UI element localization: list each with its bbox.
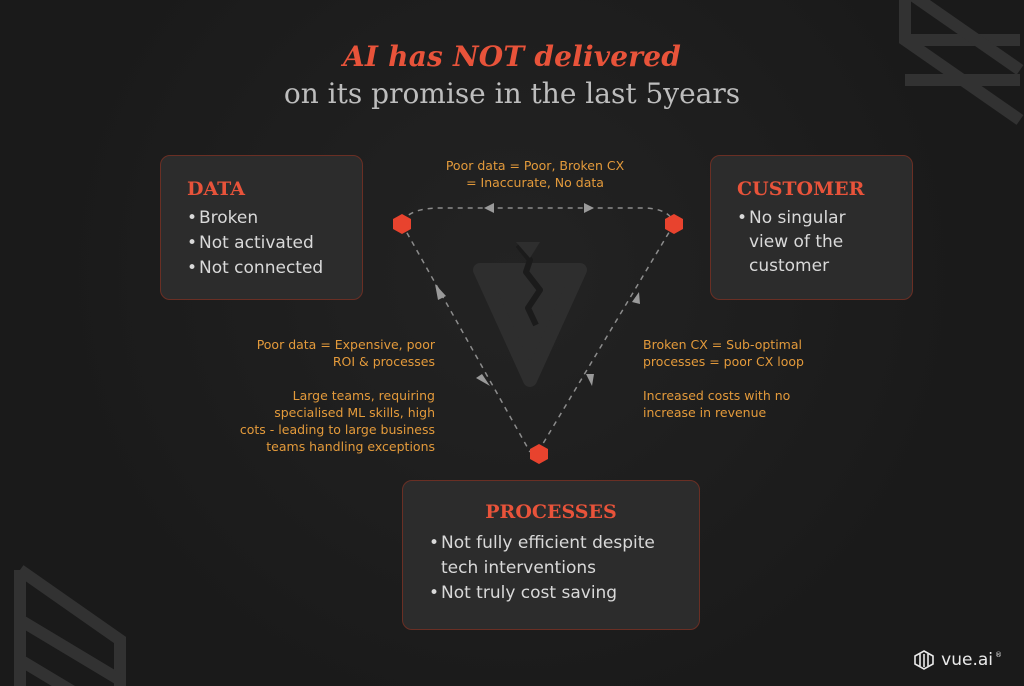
- registered-mark: ®: [995, 651, 1002, 659]
- edge-left: [401, 223, 531, 453]
- customer-card-list: No singular view of the customer: [737, 206, 867, 278]
- processes-card: PROCESSES Not fully efficient despite te…: [402, 480, 700, 630]
- data-card-title: DATA: [187, 178, 246, 200]
- note-left-2-line3: cots - leading to large business: [239, 422, 435, 437]
- note-right-2-line1: Increased costs with no: [643, 388, 791, 403]
- arrow-left-up: [435, 284, 446, 300]
- note-right-1-line2: processes = poor CX loop: [643, 354, 804, 369]
- note-left-1-line1: Poor data = Expensive, poor: [256, 337, 435, 352]
- edge-top: [401, 207, 675, 225]
- triangle-diagram: [393, 203, 683, 464]
- processes-item-not-cost-saving: Not truly cost saving: [429, 581, 679, 606]
- processes-item-not-efficient: Not fully efficient despite tech interve…: [429, 531, 679, 581]
- arrow-left-down: [476, 374, 490, 386]
- decor-stripes-top-right: [899, 0, 1024, 125]
- note-left-2-line4: teams handling exceptions: [266, 439, 435, 454]
- note-left-1-line2: ROI & processes: [332, 354, 435, 369]
- note-left-2-line2: specialised ML skills, high: [274, 405, 435, 420]
- data-item-not-connected: Not connected: [187, 256, 362, 281]
- note-right-2: Increased costs with no increase in reve…: [643, 387, 863, 421]
- data-item-not-activated: Not activated: [187, 231, 362, 256]
- title-block: AI has NOT delivered on its promise in t…: [0, 40, 1024, 110]
- customer-item-no-singular-view: No singular view of the customer: [737, 206, 867, 278]
- note-top-line1: Poor data = Poor, Broken CX: [445, 158, 625, 173]
- note-left-2-line1: Large teams, requiring: [292, 388, 435, 403]
- arrow-right-down: [586, 374, 594, 386]
- note-top: Poor data = Poor, Broken CX = Inaccurate…: [425, 157, 645, 191]
- hexagon-icon-data: [393, 214, 411, 234]
- processes-card-list: Not fully efficient despite tech interve…: [429, 531, 679, 606]
- customer-card: CUSTOMER No singular view of the custome…: [710, 155, 913, 300]
- processes-card-title: PROCESSES: [485, 501, 617, 523]
- arrow-top-left: [484, 203, 494, 213]
- data-card-list: Broken Not activated Not connected: [187, 206, 362, 281]
- note-right-1-line1: Broken CX = Sub-optimal: [643, 337, 802, 352]
- subheadline: on its promise in the last 5years: [283, 77, 741, 110]
- hexagon-icon-processes: [530, 444, 548, 464]
- headline: AI has NOT delivered: [342, 40, 682, 73]
- brand-logo: vue.ai ®: [913, 650, 1002, 670]
- note-right-1: Broken CX = Sub-optimal processes = poor…: [643, 336, 863, 370]
- hexagon-icon-customer: [665, 214, 683, 234]
- edge-right: [537, 223, 675, 453]
- note-top-line2: = Inaccurate, No data: [466, 175, 604, 190]
- broken-shield-icon: [473, 242, 587, 387]
- note-right-2-line2: increase in revenue: [643, 405, 767, 420]
- data-item-broken: Broken: [187, 206, 362, 231]
- arrow-top-right: [584, 203, 594, 213]
- note-left-1: Poor data = Expensive, poor ROI & proces…: [200, 336, 435, 370]
- customer-card-title: CUSTOMER: [737, 178, 865, 200]
- decor-stripes-bottom-left: [14, 565, 126, 686]
- note-left-2: Large teams, requiring specialised ML sk…: [190, 387, 435, 455]
- logo-text: vue.ai: [941, 650, 993, 670]
- data-card: DATA Broken Not activated Not connected: [160, 155, 363, 300]
- vue-logo-icon: [914, 650, 934, 670]
- arrow-right-up: [632, 292, 640, 304]
